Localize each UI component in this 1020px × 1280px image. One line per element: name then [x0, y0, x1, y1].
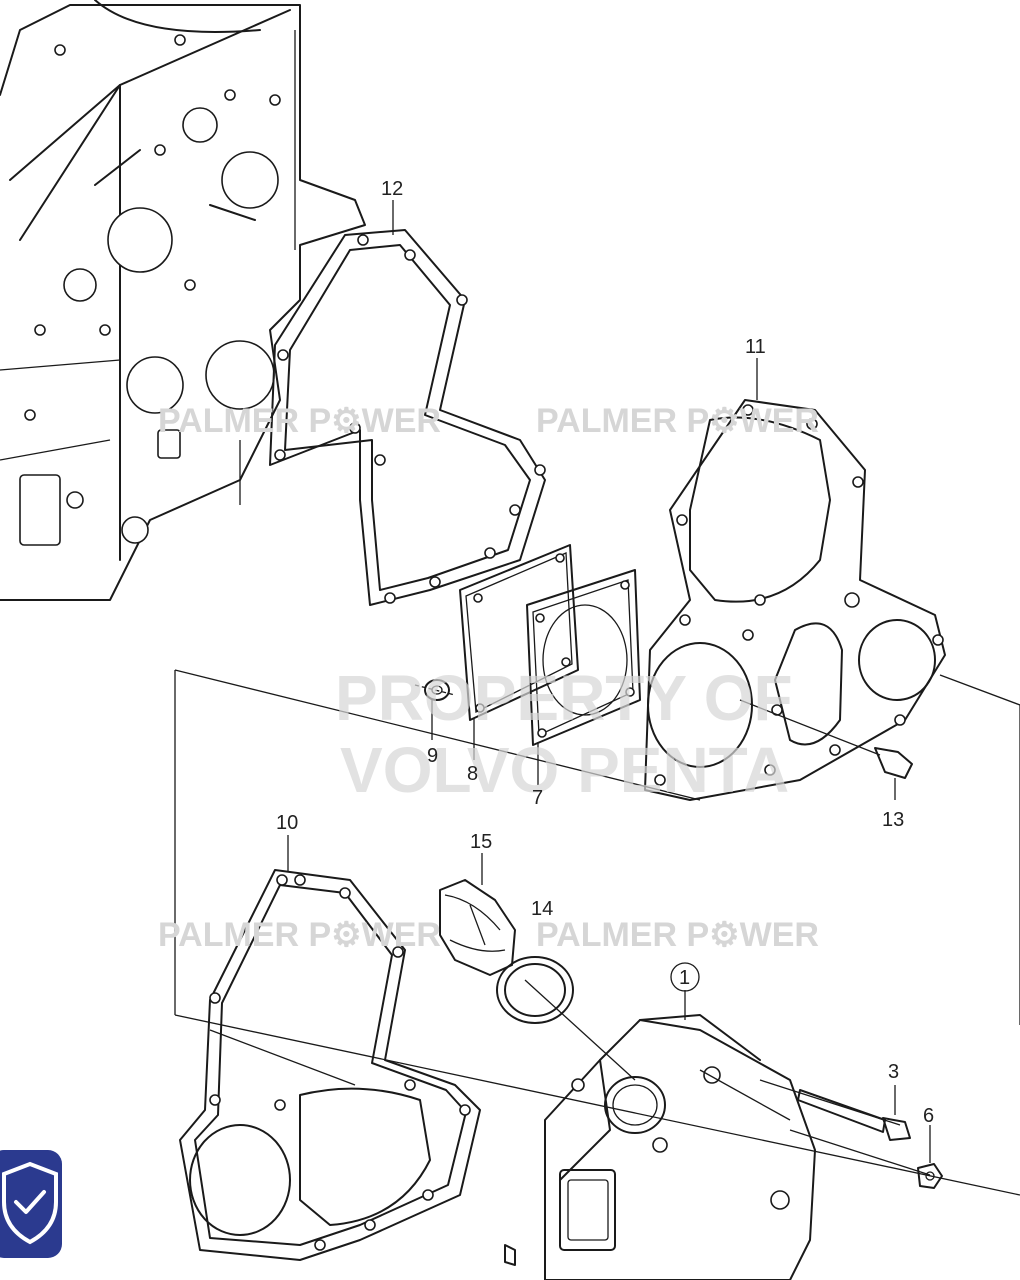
timing-cover-1 — [504, 1014, 931, 1280]
watermark-brand: PALMER P⚙WER — [158, 402, 441, 440]
security-badge[interactable] — [0, 1150, 62, 1258]
watermark-brand: PALMER P⚙WER — [158, 916, 441, 954]
gasket-12 — [269, 229, 546, 606]
assembly-frame — [174, 669, 1020, 1196]
callout-14: 14 — [531, 898, 553, 920]
cover-plate-8 — [459, 544, 579, 721]
callout-1: 1 — [679, 967, 690, 989]
watermark-brand: PALMER P⚙WER — [536, 402, 819, 440]
callout-6: 6 — [923, 1105, 934, 1127]
leader-lines — [287, 200, 758, 1020]
nut-6 — [917, 1125, 943, 1189]
watermark-owner: VOLVO PENTA — [340, 734, 789, 806]
callout-15: 15 — [470, 831, 492, 853]
watermark-brand: PALMER P⚙WER — [536, 916, 819, 954]
watermark-owner: PROPERTY OF — [335, 662, 793, 734]
cover-11 — [644, 399, 946, 801]
callout-12: 12 — [381, 178, 403, 200]
callout-11: 11 — [745, 336, 766, 358]
engine-block — [0, 0, 366, 601]
bolt-3 — [797, 1085, 911, 1141]
seal-14 — [496, 956, 636, 1081]
callout-7: 7 — [532, 787, 543, 809]
callout-13: 13 — [882, 809, 904, 831]
bolt-13 — [739, 699, 913, 800]
watermarks: PALMER P⚙WER PALMER P⚙WER PALMER P⚙WER P… — [158, 402, 819, 954]
gasket-10 — [179, 869, 481, 1261]
callout-9: 9 — [427, 745, 438, 767]
washer-9 — [414, 679, 456, 701]
callouts: 12 11 9 8 7 13 10 15 14 1 3 6 — [276, 178, 934, 1127]
gasket-7 — [526, 569, 641, 746]
callout-8: 8 — [467, 763, 478, 785]
callout-3: 3 — [888, 1061, 899, 1083]
callout-10: 10 — [276, 812, 298, 834]
callout-1-circle — [670, 962, 700, 992]
cap-15 — [439, 879, 516, 976]
shield-check-icon — [2, 1161, 58, 1245]
